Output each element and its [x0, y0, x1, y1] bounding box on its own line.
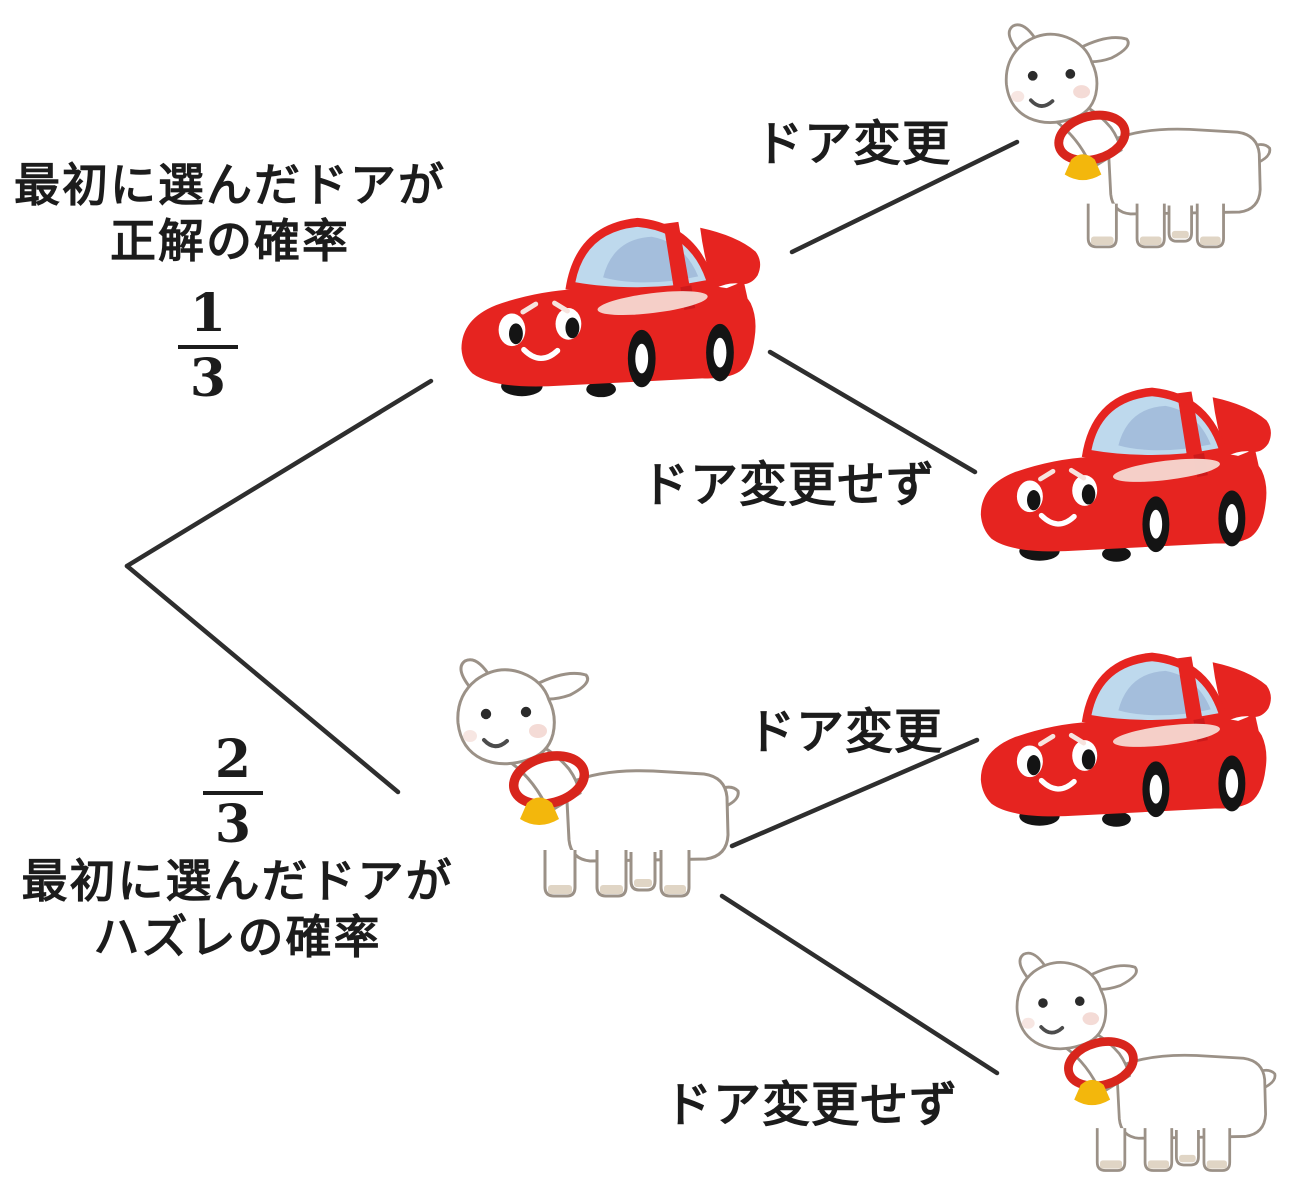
red-car-icon [968, 643, 1288, 845]
outcome-red-car-icon-switch [968, 643, 1288, 845]
fraction-numerator: 1 [177, 286, 239, 349]
branch-line-goat-stay [719, 893, 1000, 1076]
edge-label-switch-from-goat: ドア変更 [746, 704, 944, 760]
branch-line-root-to-goat [124, 563, 401, 795]
upper-branch-caption: 最初に選んだドアが 正解の確率 [5, 157, 455, 269]
red-car-icon [968, 378, 1288, 580]
edge-label-stay-from-goat: ドア変更せず [663, 1077, 959, 1133]
edge-label-switch-from-car: ドア変更 [754, 116, 952, 172]
goat-icon [1008, 936, 1284, 1186]
probability-one-third: 1 3 [148, 286, 268, 409]
fraction-denominator: 3 [214, 793, 252, 855]
outcome-goat-icon-stay [1008, 936, 1284, 1186]
probability-two-thirds: 2 3 [173, 732, 293, 855]
edge-label-stay-from-car: ドア変更せず [640, 457, 936, 513]
branch-line-root-to-car [124, 378, 434, 569]
start-red-car-icon [452, 208, 774, 416]
branch-line-goat-switch [729, 737, 980, 849]
red-car-icon [452, 208, 774, 416]
caption-line: ハズレの確率 [93, 910, 382, 964]
start-goat-icon [448, 652, 748, 902]
lower-branch-caption: 最初に選んだドアが ハズレの確率 [10, 853, 465, 965]
caption-line: 正解の確率 [110, 214, 350, 268]
caption-line: 最初に選んだドアが [21, 854, 454, 908]
branch-line-car-switch [789, 139, 1020, 255]
goat-icon [997, 10, 1279, 260]
outcome-goat-icon-switch [997, 10, 1279, 260]
outcome-red-car-icon-stay [968, 378, 1288, 580]
fraction-denominator: 3 [189, 347, 227, 409]
caption-line: 最初に選んだドアが [14, 158, 446, 212]
fraction-numerator: 2 [202, 732, 264, 795]
goat-icon [448, 652, 748, 902]
branch-line-car-stay [767, 349, 978, 475]
